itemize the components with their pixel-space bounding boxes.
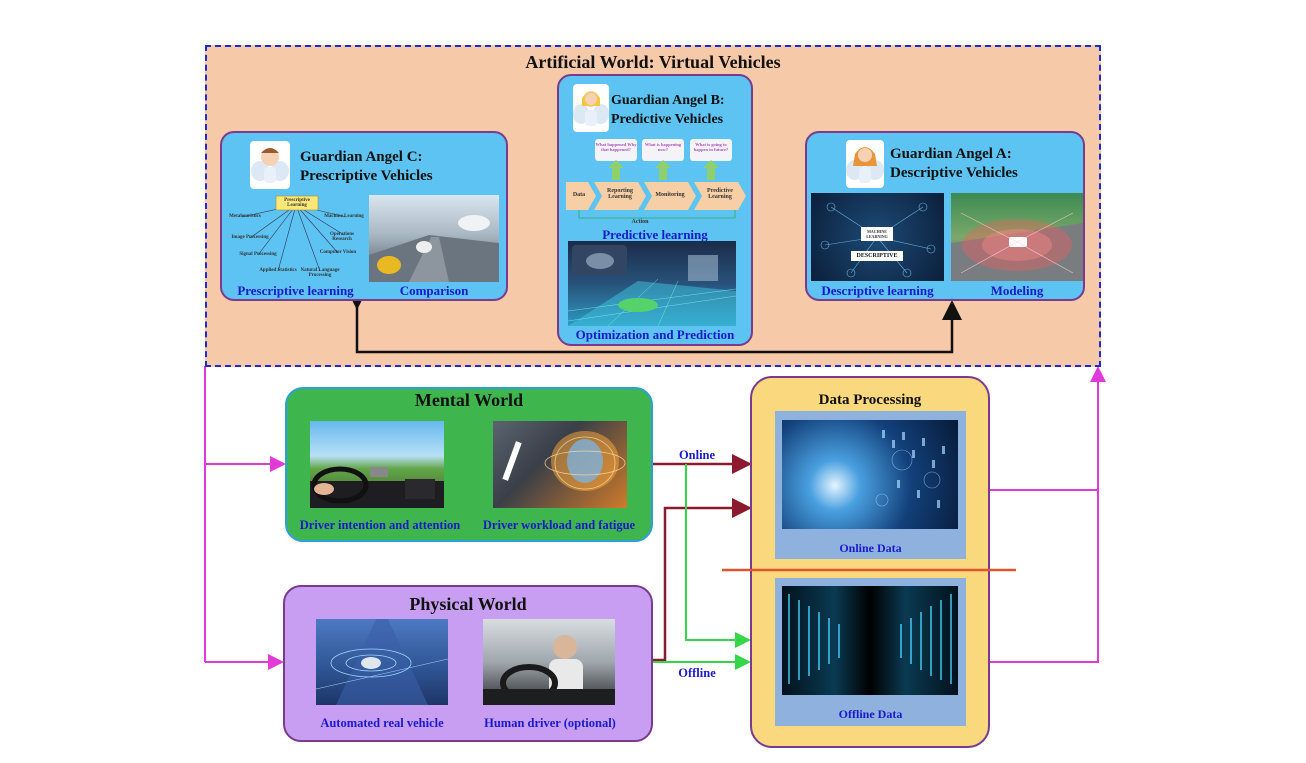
driver-intention-label: Driver intention and attention	[299, 518, 461, 532]
comparison-label: Comparison	[399, 283, 469, 298]
offline-data-label: Offline Data	[838, 707, 903, 721]
mindmap-node: Computer Vision	[319, 250, 357, 255]
action-label: Action	[631, 219, 649, 225]
magenta-feedback-line-2	[990, 490, 1099, 663]
angel-b-title-1: Guardian Angel B:	[611, 93, 725, 108]
physical-world-title: Physical World	[409, 594, 527, 614]
pipeline-step: Predictive Learning	[707, 188, 733, 200]
angel-c-icon	[250, 141, 290, 189]
question-text: What happened Why that happened?	[595, 142, 637, 152]
mental-world-title: Mental World	[414, 390, 524, 410]
human-driver-label: Human driver (optional)	[484, 716, 616, 730]
predictive-learning-label: Predictive learning	[602, 227, 708, 242]
question-box	[642, 139, 684, 161]
pipeline-step: Reporting Learning	[607, 188, 633, 200]
angel-a-title-1: Guardian Angel A:	[890, 146, 1012, 162]
pipeline-step: Data	[572, 192, 586, 198]
question-up-arrows	[608, 160, 719, 180]
mindmap-node: Image Processing	[231, 235, 269, 240]
angel-a-title-2: Descriptive Vehicles	[890, 165, 1018, 181]
optimization-prediction-image	[568, 241, 736, 326]
angel-b-icon	[573, 84, 609, 132]
offline-data-image	[782, 586, 958, 695]
online-flow-label: Online	[678, 448, 716, 462]
question-box	[595, 139, 637, 161]
physical-online-arrow	[653, 498, 752, 662]
online-data-image	[782, 420, 958, 529]
driver-workload-image	[493, 421, 627, 508]
mental-offline-arrow	[685, 464, 751, 648]
mindmap-node: Applied Statistics	[259, 268, 297, 273]
prescriptive-mindmap	[228, 193, 364, 280]
question-text: What is going to happen in future?	[693, 142, 729, 152]
angel-b-title-2: Predictive Vehicles	[611, 112, 724, 127]
action-feedback-line	[578, 210, 736, 219]
pipeline-step: Monitoring	[655, 192, 685, 198]
mindmap-node: Operations Research	[330, 232, 354, 242]
question-box	[690, 139, 732, 161]
angel-a-icon	[846, 140, 884, 188]
prescriptive-learning-label: Prescriptive learning	[237, 283, 354, 298]
modeling-image	[951, 193, 1083, 281]
human-driver-image	[483, 619, 615, 705]
mindmap-node: Machine Learning	[324, 214, 364, 219]
online-data-label: Online Data	[839, 541, 902, 555]
mindmap-node: Signal Processing	[239, 252, 277, 257]
mindmap-node: Natural Language Processing	[300, 268, 340, 278]
online-offline-divider	[722, 568, 1016, 572]
mindmap-node: Metaheuristics	[229, 214, 261, 219]
driver-intention-image	[310, 421, 444, 508]
optimization-prediction-label: Optimization and Prediction	[575, 327, 735, 342]
driver-workload-label: Driver workload and fatigue	[482, 518, 636, 532]
descriptive-learning-image	[811, 193, 944, 281]
descriptive-learning-label: Descriptive learning	[821, 283, 934, 298]
angel-c-title-1: Guardian Angel C:	[300, 149, 423, 165]
pipeline-chevrons	[566, 182, 746, 210]
modeling-label: Modeling	[990, 283, 1044, 298]
angel-c-title-2: Prescriptive Vehicles	[300, 168, 433, 184]
question-text: What is happening now?	[644, 142, 682, 152]
automated-vehicle-image	[316, 619, 448, 705]
offline-flow-label: Offline	[678, 666, 716, 680]
artificial-world-title: Artificial World: Virtual Vehicles	[525, 52, 781, 72]
comparison-image	[369, 195, 499, 282]
data-processing-title: Data Processing	[818, 392, 922, 408]
mindmap-center: Prescriptive Learning	[284, 198, 310, 208]
automated-vehicle-label: Automated real vehicle	[320, 716, 444, 730]
ml-screen-text: MACHINE LEARNING	[866, 229, 888, 239]
descriptive-screen-text: DESCRIPTIVE	[856, 253, 898, 259]
